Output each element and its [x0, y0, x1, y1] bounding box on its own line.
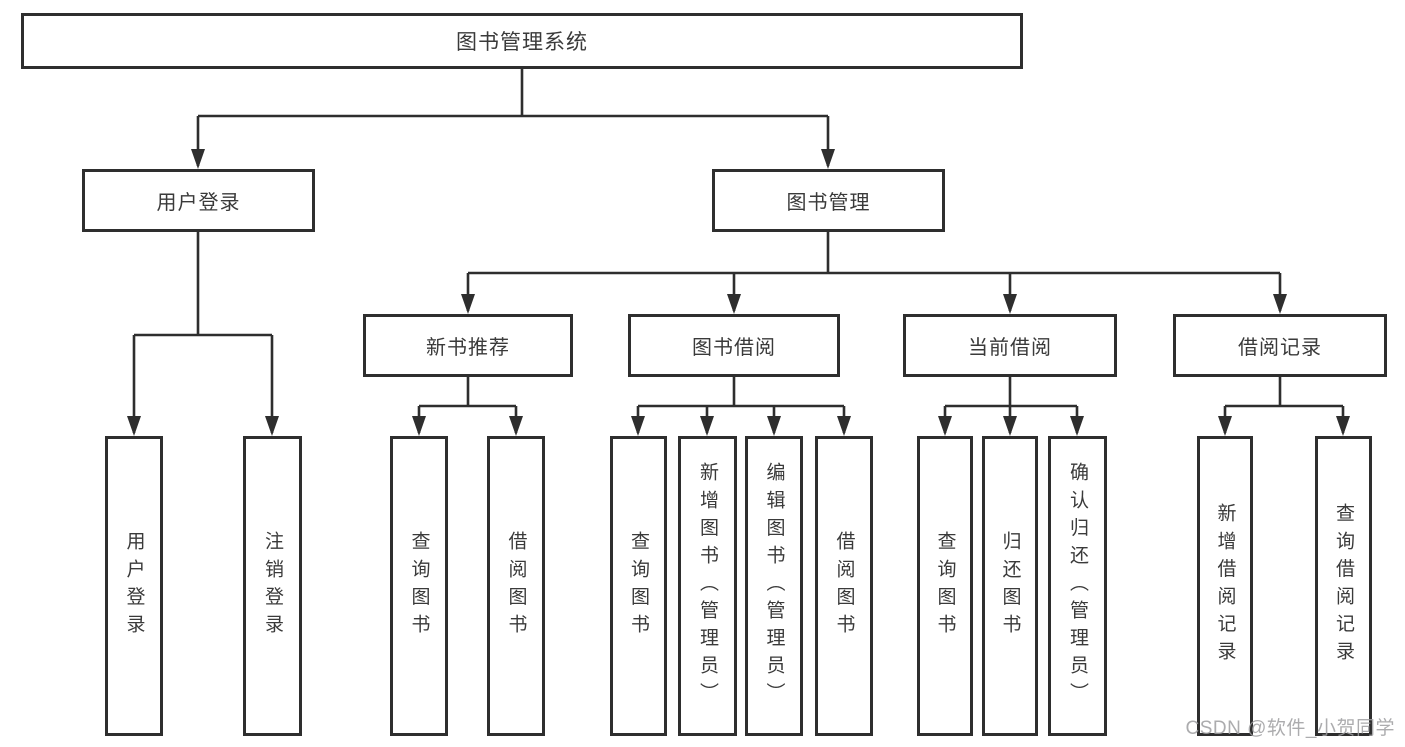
node-user-login-group: 用户登录: [82, 169, 315, 232]
leaf-logout-label: 注销登录: [262, 530, 283, 642]
node-borrowing-records: 借阅记录: [1173, 314, 1387, 377]
leaf-current-query-books-label: 查询图书: [934, 530, 956, 642]
leaf-records-add-record: 新增借阅记录: [1197, 436, 1253, 736]
leaf-newbook-borrow-books: 借阅图书: [487, 436, 545, 736]
leaf-borrow-add-book-admin-label: 新增图书（管理员）: [697, 462, 718, 710]
node-new-book-recommend-label: 新书推荐: [426, 337, 510, 359]
node-book-borrowing: 图书借阅: [628, 314, 840, 377]
leaf-records-add-record-label: 新增借阅记录: [1214, 503, 1236, 669]
node-current-borrowing-label: 当前借阅: [968, 337, 1052, 359]
leaf-records-query-record: 查询借阅记录: [1315, 436, 1372, 736]
leaf-newbook-query-books: 查询图书: [390, 436, 448, 736]
leaf-borrow-borrow-books-label: 借阅图书: [833, 530, 855, 642]
leaf-borrow-query-books-label: 查询图书: [628, 530, 649, 642]
node-user-login-group-label: 用户登录: [156, 192, 241, 214]
node-new-book-recommend: 新书推荐: [363, 314, 573, 377]
leaf-current-return-books-label: 归还图书: [999, 530, 1021, 642]
watermark: CSDN @软件_小贺同学: [1185, 718, 1395, 739]
leaf-current-confirm-return-admin-label: 确认归还（管理员）: [1067, 462, 1088, 710]
leaf-current-return-books: 归还图书: [982, 436, 1038, 736]
leaf-borrow-edit-book-admin-label: 编辑图书（管理员）: [763, 462, 785, 710]
node-root: 图书管理系统: [21, 13, 1023, 69]
node-borrowing-records-label: 借阅记录: [1238, 337, 1322, 359]
node-book-management-group: 图书管理: [712, 169, 945, 232]
leaf-user-login: 用户登录: [105, 436, 163, 736]
node-book-management-group-label: 图书管理: [786, 192, 871, 214]
leaf-user-login-label: 用户登录: [123, 530, 145, 642]
node-book-borrowing-label: 图书借阅: [692, 337, 776, 359]
leaf-borrow-borrow-books: 借阅图书: [815, 436, 873, 736]
leaf-borrow-edit-book-admin: 编辑图书（管理员）: [745, 436, 803, 736]
leaf-newbook-query-books-label: 查询图书: [408, 530, 430, 642]
arrowheads: [127, 149, 1350, 436]
leaf-current-query-books: 查询图书: [917, 436, 973, 736]
node-root-label: 图书管理系统: [456, 31, 588, 54]
leaf-newbook-borrow-books-label: 借阅图书: [505, 530, 527, 642]
leaf-records-query-record-label: 查询借阅记录: [1333, 503, 1354, 669]
leaf-borrow-query-books: 查询图书: [610, 436, 667, 736]
leaf-current-confirm-return-admin: 确认归还（管理员）: [1048, 436, 1107, 736]
node-current-borrowing: 当前借阅: [903, 314, 1117, 377]
leaf-borrow-add-book-admin: 新增图书（管理员）: [678, 436, 737, 736]
leaf-logout: 注销登录: [243, 436, 302, 736]
